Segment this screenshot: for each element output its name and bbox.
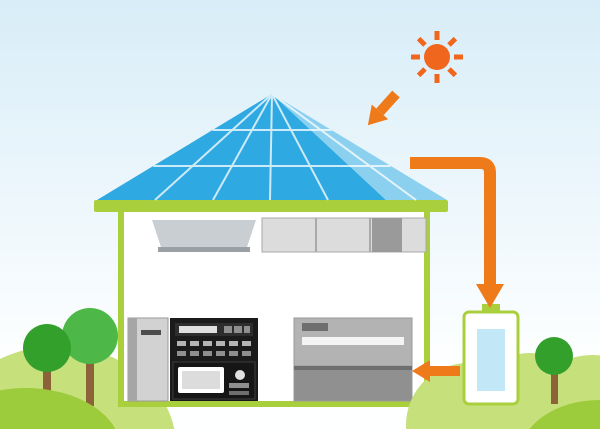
fridge-handle-slot <box>141 330 161 335</box>
left-tree-back <box>62 308 118 406</box>
microwave-button <box>229 391 249 395</box>
tree-trunk <box>86 358 94 406</box>
battery-charge-level <box>477 329 505 391</box>
range-hood <box>152 220 256 247</box>
sun-rays <box>411 31 463 83</box>
microwave-button <box>229 383 249 388</box>
fridge-unit <box>127 317 169 402</box>
arrow-shaft <box>376 90 400 116</box>
appliance-stack <box>170 318 258 401</box>
dishwasher-slot <box>302 337 404 345</box>
arrow-shaft <box>410 157 496 286</box>
arrow-shaft <box>430 366 460 376</box>
solar-roof <box>94 93 448 212</box>
fridge-side-strip <box>128 318 137 401</box>
solar-panel-side-grid <box>271 93 417 201</box>
tree-foliage <box>535 337 573 375</box>
arrow-head <box>367 104 389 126</box>
microwave-window-inner <box>182 371 220 389</box>
dishwasher-door <box>293 365 413 402</box>
arrow-head <box>412 360 430 382</box>
house <box>118 205 430 407</box>
battery-to-appliances-arrow <box>412 360 460 382</box>
window-dark-pane <box>372 218 402 252</box>
tree-foliage <box>23 324 71 372</box>
tree-trunk <box>43 370 51 408</box>
dishwasher-control <box>302 323 328 331</box>
stack-button-row-1 <box>177 341 251 346</box>
storage-battery <box>462 304 520 406</box>
stack-button-row-2 <box>177 351 251 356</box>
appliances <box>127 317 413 402</box>
tree-trunk <box>551 372 558 404</box>
stack-display <box>179 326 217 333</box>
left-bush-front <box>0 388 116 429</box>
roof-to-battery-arrow <box>410 157 504 308</box>
roof-eave <box>94 200 448 212</box>
dishwasher <box>293 317 413 402</box>
stack-panel-keys <box>224 326 250 333</box>
microwave-dial <box>235 370 245 380</box>
sunlight-arrow <box>367 90 400 126</box>
solar-panel-grid <box>153 93 350 201</box>
battery-terminal <box>482 304 500 314</box>
right-bush-front <box>529 400 600 429</box>
solar-panel-side-face <box>272 94 447 200</box>
left-tree-front <box>23 324 71 408</box>
sun-disc <box>424 44 450 70</box>
dishwasher-handle <box>294 366 412 370</box>
sun-icon <box>411 31 463 83</box>
microwave <box>172 361 256 400</box>
tree-foliage <box>62 308 118 364</box>
right-tree <box>535 337 573 404</box>
upper-floor <box>152 217 427 253</box>
range-hood-underside <box>158 247 250 252</box>
arrow-head <box>476 284 504 308</box>
